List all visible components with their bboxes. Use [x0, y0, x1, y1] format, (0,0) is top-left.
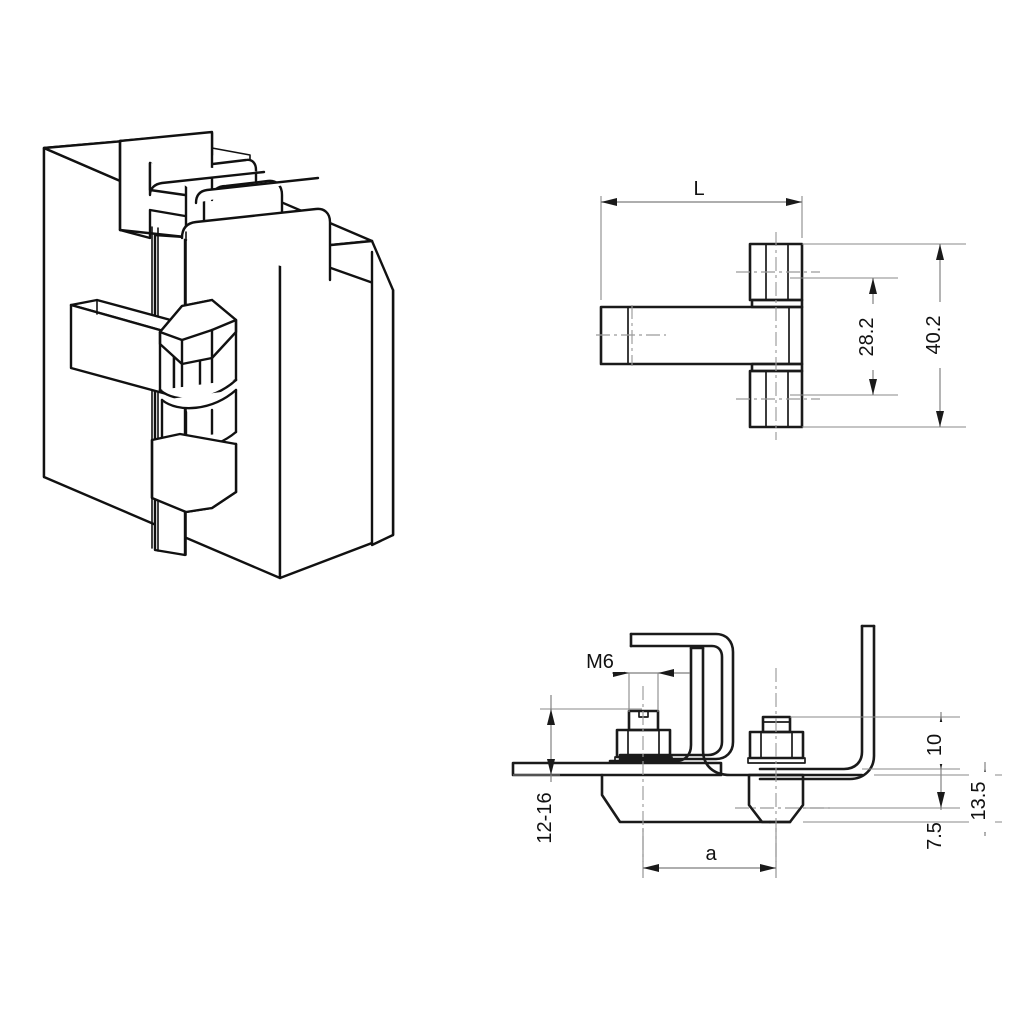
dimension-7-5: 7.5	[803, 769, 960, 858]
plan-center-lines	[596, 232, 820, 440]
section-mounting-plate	[511, 761, 723, 777]
section-center-lines	[642, 668, 830, 862]
section-hinge-body	[600, 773, 792, 824]
iso-hex-knuckle-lower	[150, 432, 238, 514]
dimension-L: L	[600, 176, 803, 300]
section-frame-profile-outer	[618, 632, 735, 761]
dimension-13-5-label: 13.5	[968, 782, 990, 821]
dimension-7-5-label: 7.5	[924, 822, 946, 850]
dimension-12-16-label: 12-16	[534, 792, 556, 843]
dimension-a-label: a	[705, 843, 717, 865]
dimension-40-2-label: 40.2	[923, 316, 945, 355]
dimension-40-2: 40.2	[802, 243, 966, 428]
dimension-L-label: L	[693, 178, 704, 200]
section-bolt-right	[747, 715, 806, 764]
dimension-10: 10	[790, 712, 960, 770]
dimension-a: a	[642, 828, 777, 878]
dimension-28-2: 28.2	[790, 277, 898, 396]
section-frame-upstand-right	[758, 624, 876, 781]
section-detail-view: M6 12-16 a	[511, 624, 1002, 878]
plan-view: L 28.2 40.2	[596, 176, 966, 440]
dimension-28-2-label: 28.2	[856, 318, 878, 357]
section-bolt-left	[614, 709, 673, 763]
dimension-M6: M6	[576, 648, 690, 712]
dimension-12-16: 12-16	[513, 695, 642, 854]
isometric-hinge-view	[42, 130, 395, 580]
iso-channel-overlay	[118, 130, 332, 282]
dimension-13-5: 13.5	[803, 762, 1002, 836]
dimension-M6-label: M6	[586, 651, 614, 673]
dimension-10-label: 10	[924, 734, 946, 756]
section-frame-profile-inner	[608, 646, 864, 777]
